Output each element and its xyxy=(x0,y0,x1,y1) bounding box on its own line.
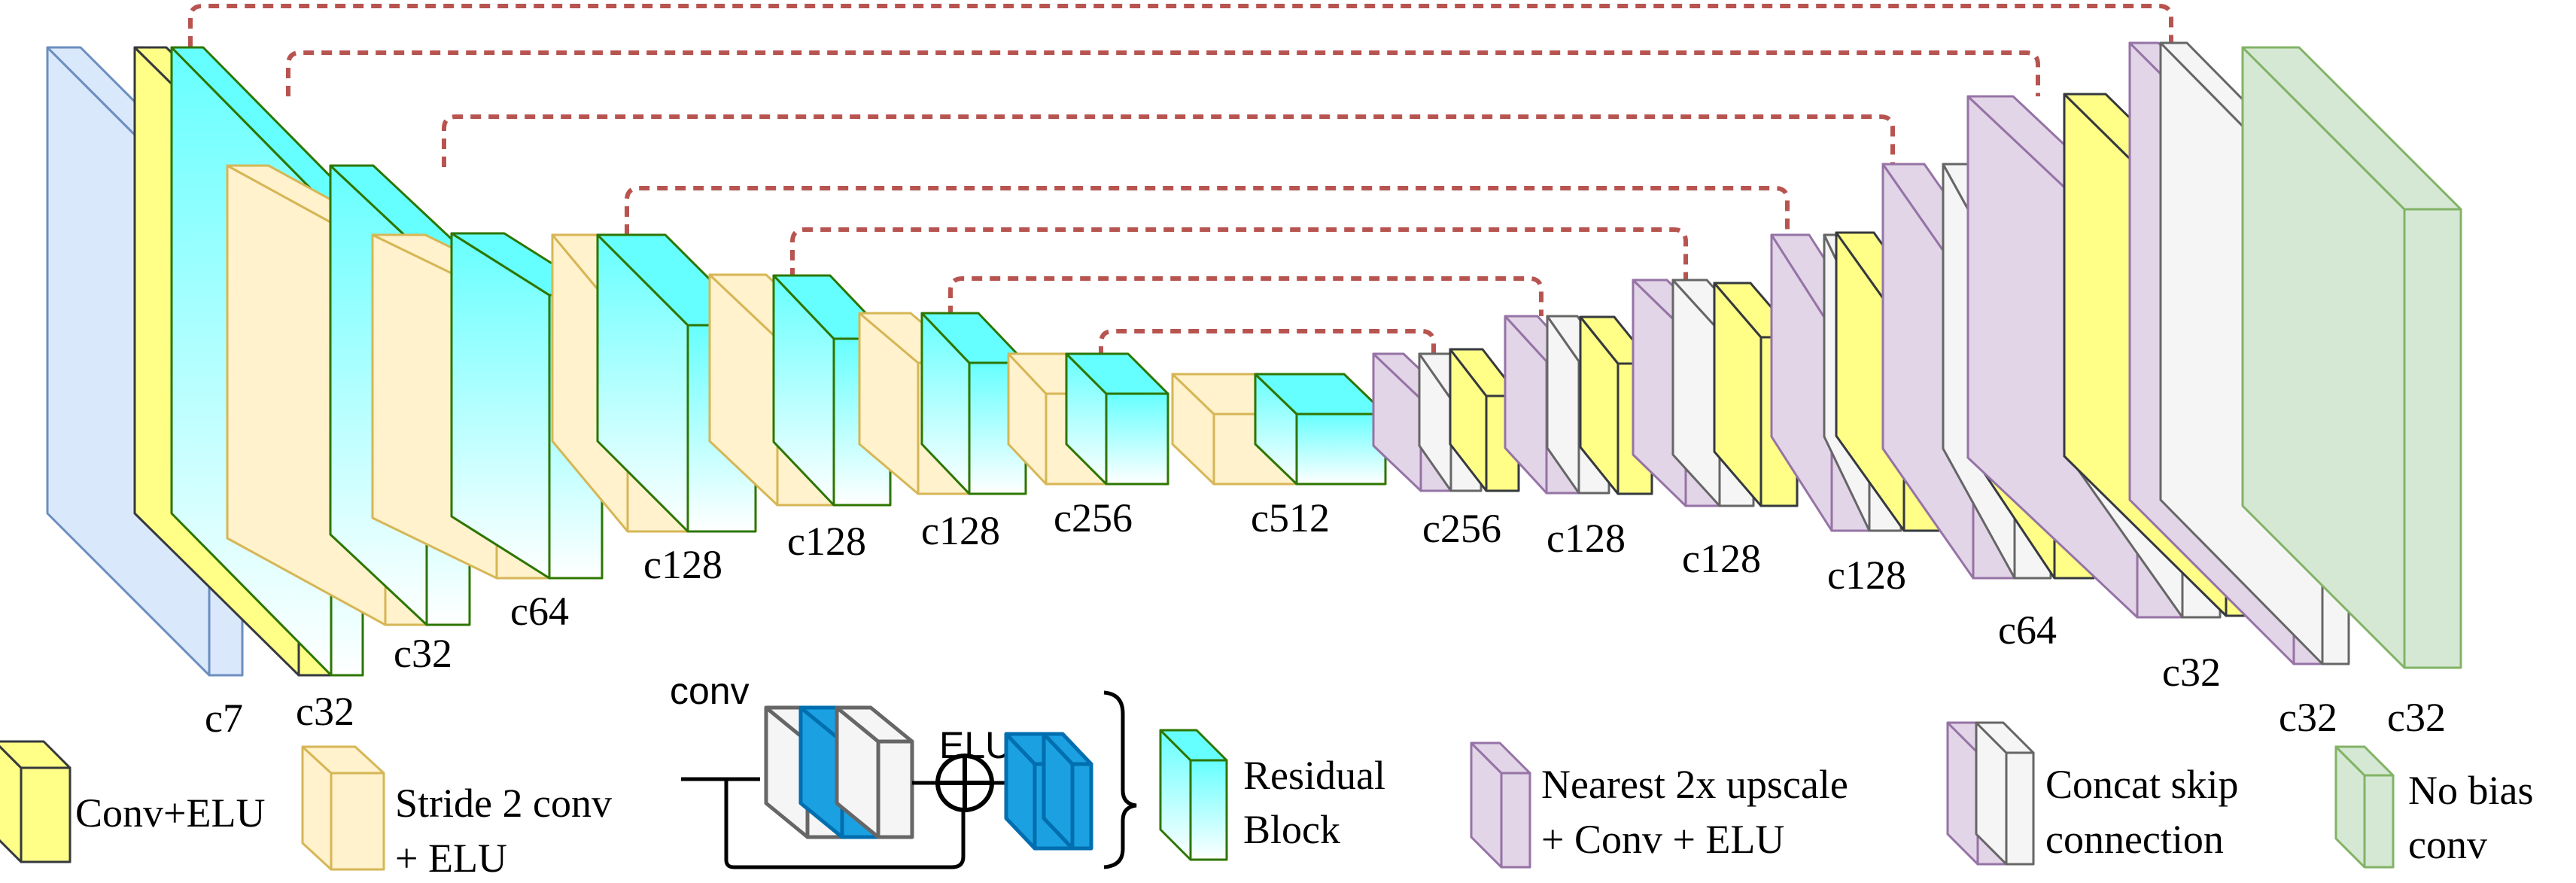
skip-connection-7 xyxy=(1099,329,1436,357)
legend-residual-swatch xyxy=(1159,729,1228,861)
legend-no-bias: No bias conv xyxy=(2334,745,2533,869)
layer-label-c64-dec: c64 xyxy=(1998,607,2057,653)
layer-label-c32-enc1: c32 xyxy=(296,689,354,734)
legend-stride-line1: Stride 2 conv xyxy=(395,781,612,826)
residual-block-c512 xyxy=(1254,373,1387,486)
legend-upscale: Nearest 2x upscale + Conv + ELU xyxy=(1470,741,1848,869)
legend-concat-line2: connection xyxy=(2045,817,2224,862)
layer-label-c128-dec2: c128 xyxy=(1682,536,1761,581)
legend-stride-conv: Stride 2 conv + ELU xyxy=(301,745,612,881)
legend-upscale-line2: + Conv + ELU xyxy=(1541,817,1784,862)
layer-label-c256-dec: c256 xyxy=(1422,506,1501,551)
legend-upscale-swatch xyxy=(1470,741,1531,869)
legend-conv-elu-label: Conv+ELU xyxy=(75,790,265,836)
legend-nobias-swatch-front xyxy=(2363,774,2395,869)
layer-label-c128-enc2: c128 xyxy=(787,519,866,564)
legend-nobias-swatch xyxy=(2334,745,2395,869)
detail-conv-box-3-front xyxy=(876,739,914,839)
legend-residual-line2: Block xyxy=(1243,807,1340,852)
residual-block-c128-1 xyxy=(596,233,757,533)
skip-connection-4 xyxy=(625,186,1790,235)
legend-concat-line1: Concat skip xyxy=(2045,762,2238,807)
detail-elu-box-2-front xyxy=(1070,762,1093,851)
layer-label-c128-enc1: c128 xyxy=(643,542,722,587)
skip-connections xyxy=(188,4,2173,357)
output-block-c32 xyxy=(2241,46,2462,669)
legend-concat: Concat skip connection xyxy=(1946,721,2238,866)
legend-nobias-line1: No bias xyxy=(2408,768,2533,813)
skip-connection-1 xyxy=(188,4,2173,47)
residual-block-c512-front xyxy=(1295,413,1387,486)
residual-brace xyxy=(1103,690,1137,869)
legend-stride-swatch-front xyxy=(330,772,385,871)
layer-label-c128-enc3: c128 xyxy=(921,508,1000,553)
layer-label-c128-dec1: c128 xyxy=(1547,516,1626,561)
legend-conv-elu-swatch-front xyxy=(20,766,71,863)
decoder-labels: c256 c128 c128 c128 c64 c32 c32 c32 xyxy=(1422,506,2446,740)
layer-label-c512: c512 xyxy=(1251,495,1330,540)
skip-connection-5 xyxy=(790,227,1688,280)
layer-label-c32-enc2: c32 xyxy=(394,631,452,676)
legend-conv-elu: Conv+ELU xyxy=(0,740,265,863)
legend-upscale-swatch-front xyxy=(1500,772,1531,869)
legend-residual-block: Residual Block xyxy=(1159,729,1385,861)
legend-concat-swatch-front xyxy=(2005,751,2035,866)
skip-connection-3 xyxy=(442,114,1895,167)
legend-residual-detail: conv ELU xyxy=(670,670,1137,869)
layer-label-c7: c7 xyxy=(205,696,243,741)
layer-label-c32-dec1: c32 xyxy=(2162,650,2221,695)
residual-block-c128-3 xyxy=(920,312,1027,495)
skip-connection-2 xyxy=(286,50,2040,96)
layer-blocks xyxy=(46,41,2462,677)
detail-elu-box-2 xyxy=(1042,732,1093,851)
layer-label-c32-out: c32 xyxy=(2387,695,2446,740)
legend-residual-swatch-front xyxy=(1189,759,1228,861)
residual-skip-line xyxy=(681,777,966,869)
skip-connection-6 xyxy=(948,276,1543,316)
legend: Conv+ELU Stride 2 conv + ELU conv ELU Re… xyxy=(0,670,2533,881)
legend-stride-line2: + ELU xyxy=(395,836,507,881)
add-operator-plus xyxy=(938,756,992,810)
legend-residual-line1: Residual xyxy=(1243,753,1385,798)
residual-block-c256-front xyxy=(1105,392,1169,486)
layer-label-c64: c64 xyxy=(510,589,569,634)
legend-nobias-line2: conv xyxy=(2408,822,2487,867)
layer-label-c256-enc: c256 xyxy=(1054,495,1133,540)
detail-conv-label: conv xyxy=(670,670,750,712)
legend-upscale-line1: Nearest 2x upscale xyxy=(1541,762,1848,807)
encoder-labels: c7 c32 c32 c64 c128 c128 c128 c256 c512 xyxy=(205,495,1330,741)
layer-label-c32-dec2: c32 xyxy=(2279,695,2337,740)
layer-label-c128-dec3: c128 xyxy=(1827,553,1906,598)
legend-concat-swatch xyxy=(1975,721,2035,866)
legend-stride-swatch xyxy=(301,745,385,871)
legend-conv-elu-swatch xyxy=(0,740,71,863)
output-block-c32-front xyxy=(2403,208,2462,669)
residual-block-c256 xyxy=(1065,352,1169,486)
detail-conv-box-3 xyxy=(835,705,914,839)
